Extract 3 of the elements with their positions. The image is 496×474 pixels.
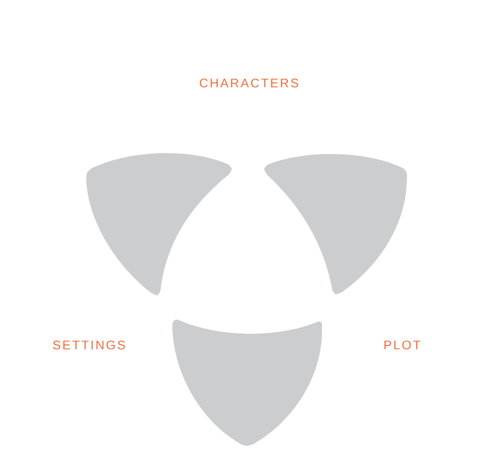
section-label: SETTINGS <box>53 340 125 350</box>
section-label: PLOT <box>384 340 420 350</box>
section-label: CHARACTERS <box>200 78 298 88</box>
